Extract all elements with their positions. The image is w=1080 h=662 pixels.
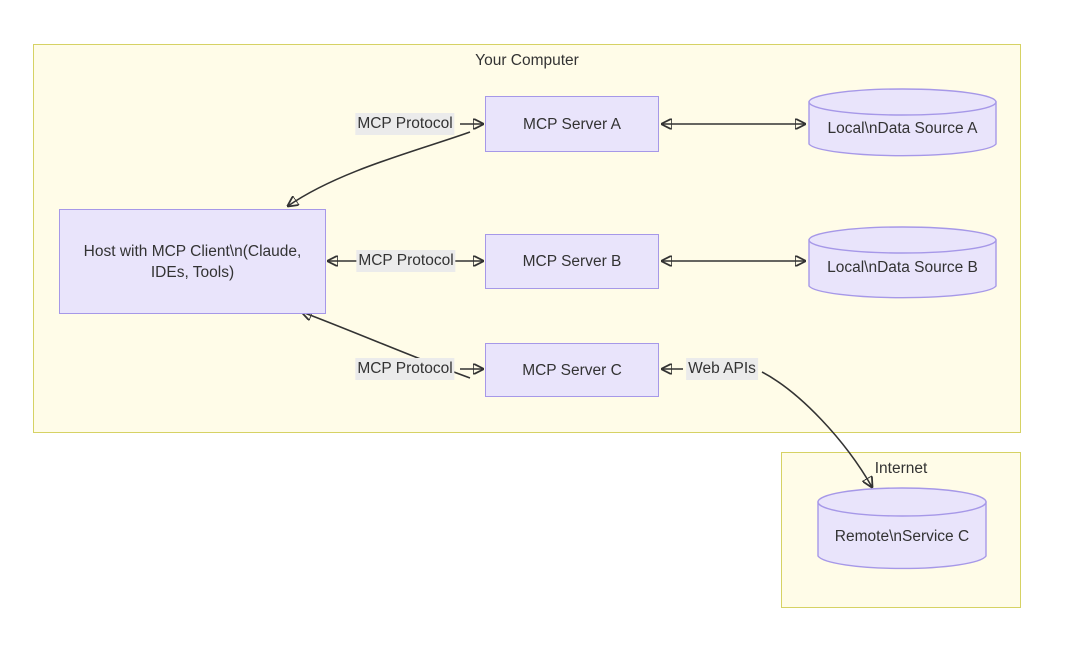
node-host-label: Host with MCP Client\n(Claude, IDEs, Too… — [83, 242, 302, 281]
edge-label-host-server-b: MCP Protocol — [356, 250, 456, 272]
node-host[interactable]: Host with MCP Client\n(Claude, IDEs, Too… — [59, 209, 326, 314]
edge-label-host-server-c: MCP Protocol — [355, 358, 455, 380]
container-your-computer-title: Your Computer — [475, 52, 579, 69]
container-internet-title: Internet — [874, 460, 928, 477]
node-server-a-label: MCP Server A — [523, 115, 621, 133]
node-server-b[interactable]: MCP Server B — [485, 234, 659, 289]
node-source-a[interactable]: Local\nData Source A — [808, 88, 997, 158]
node-source-b[interactable]: Local\nData Source B — [808, 226, 997, 300]
node-server-a[interactable]: MCP Server A — [485, 96, 659, 152]
edge-label-host-server-a: MCP Protocol — [355, 113, 455, 135]
edge-label-server-c-remote-c: Web APIs — [686, 358, 758, 380]
node-server-c-label: MCP Server C — [522, 361, 622, 379]
node-server-b-label: MCP Server B — [522, 253, 622, 270]
node-remote-c[interactable]: Remote\nService C — [817, 487, 987, 572]
node-server-c[interactable]: MCP Server C — [485, 343, 659, 397]
